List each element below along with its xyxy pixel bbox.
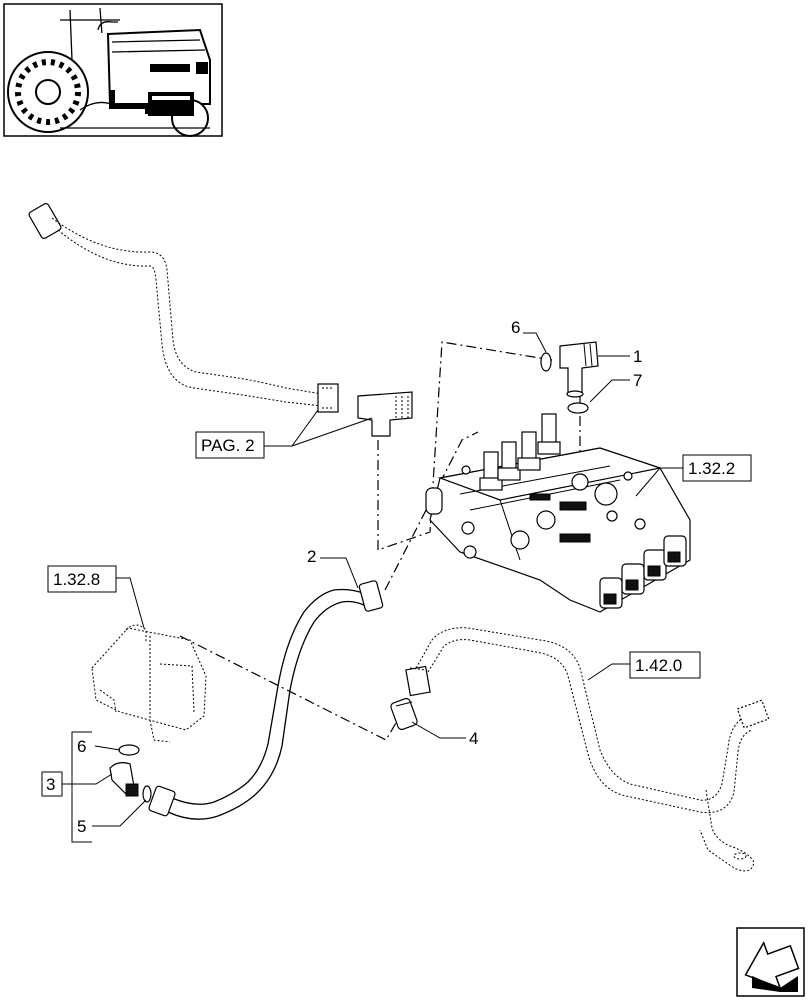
item-3-label: 3 xyxy=(46,775,55,794)
control-valve-assembly xyxy=(425,413,691,613)
item-7-label: 7 xyxy=(633,371,642,390)
return-pipe xyxy=(415,627,770,872)
tractor-location-icon xyxy=(3,3,223,137)
item-6-top-label: 6 xyxy=(511,318,520,337)
item-4-label: 4 xyxy=(469,729,478,748)
ref-1-42-0-label: 1.42.0 xyxy=(635,656,682,675)
item-2-label: 2 xyxy=(307,547,316,566)
pump-fittings xyxy=(109,744,152,803)
item-5-label: 5 xyxy=(77,817,86,836)
ref-1-32-2-label: 1.32.2 xyxy=(688,459,735,478)
ref-pag2-callout: PAG. 2 xyxy=(195,409,373,459)
ref-1-32-8-label: 1.32.8 xyxy=(53,570,100,589)
ref-pag2-label: PAG. 2 xyxy=(201,436,255,455)
next-page-arrow-icon[interactable] xyxy=(736,927,805,997)
pump-assembly xyxy=(91,624,207,743)
pipe-2 xyxy=(148,580,384,820)
item-1-label: 1 xyxy=(633,347,642,366)
fitting-4 xyxy=(390,665,431,731)
elbow-fitting-1 xyxy=(540,341,599,414)
item-6-left-label: 6 xyxy=(77,737,86,756)
upper-pipe xyxy=(28,203,413,437)
